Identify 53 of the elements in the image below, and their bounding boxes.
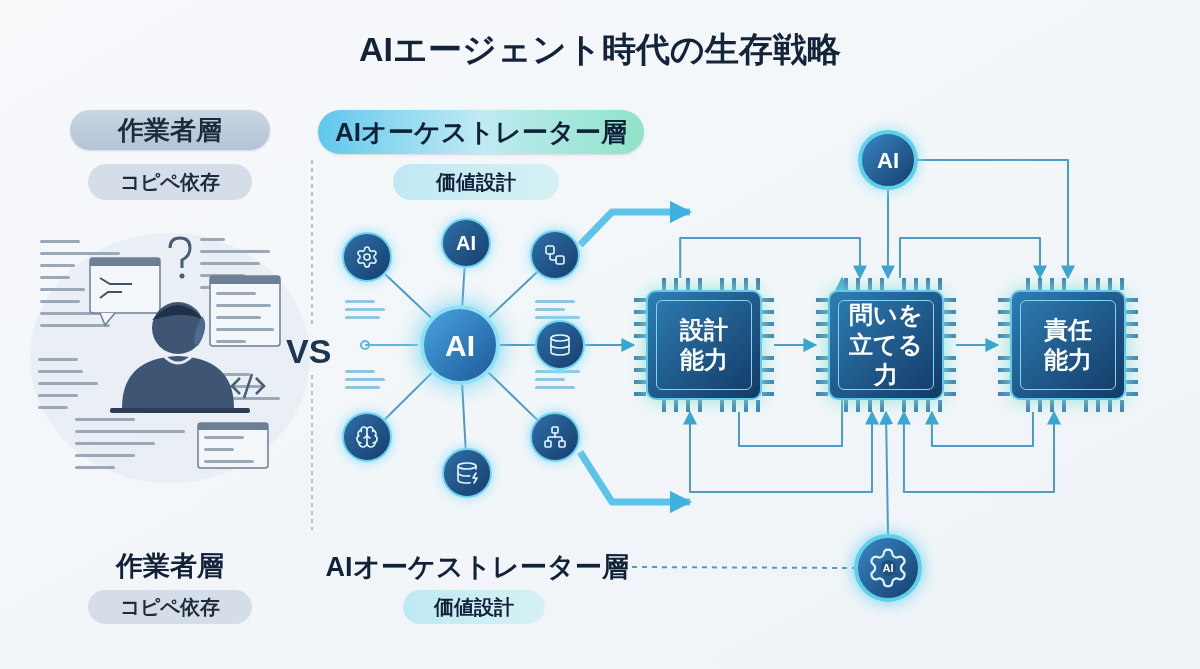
layer-title: 作業者層 xyxy=(118,113,222,147)
chip-label: 設計能力 xyxy=(679,315,729,375)
arrow xyxy=(924,410,1034,447)
connector-line xyxy=(383,372,433,421)
icon-circle xyxy=(530,230,580,280)
tag-label: コピペ依存 xyxy=(120,170,220,195)
icon-circle xyxy=(342,232,392,282)
flow-arrow xyxy=(577,450,693,514)
ai-label: AI xyxy=(445,327,475,364)
chip xyxy=(998,278,1138,412)
icon-circle xyxy=(530,412,580,462)
layer-title: 作業者層 xyxy=(116,549,224,583)
icon-circle xyxy=(535,320,585,370)
tag-label: 価値設計 xyxy=(434,595,514,620)
arrow xyxy=(899,237,1047,280)
layer-pill xyxy=(70,110,270,150)
ai-label: AI xyxy=(880,559,896,577)
icon-circle xyxy=(342,412,392,462)
connector-line xyxy=(631,566,855,569)
arrow xyxy=(880,189,895,280)
connector-line xyxy=(487,371,539,421)
chip-label: 責任能力 xyxy=(1043,315,1093,375)
arrow xyxy=(917,159,1075,280)
arrow xyxy=(679,237,867,280)
arrow xyxy=(683,410,879,493)
ai-label: AI xyxy=(877,146,899,175)
arrow xyxy=(584,338,636,352)
tag-pill xyxy=(403,590,545,624)
diagram-title: AIエージェント時代の生存戦略 xyxy=(359,29,841,70)
tag-pill xyxy=(393,164,559,200)
arrow xyxy=(955,338,1000,352)
connector-line xyxy=(499,344,536,346)
tag-label: 価値設計 xyxy=(436,170,516,195)
arrow xyxy=(773,338,818,352)
ai-label: AI xyxy=(456,231,476,256)
chip-label: 問いを立てる力 xyxy=(848,300,924,390)
chip xyxy=(816,278,956,412)
arrow xyxy=(896,410,1061,493)
icon-circle xyxy=(442,448,492,498)
tag-pill xyxy=(88,590,252,624)
layer-title: AIオーケストレーター層 xyxy=(325,550,629,584)
tag-pill xyxy=(88,164,252,200)
tag-label: コピペ依存 xyxy=(120,595,220,620)
arrow xyxy=(879,410,894,535)
layer-title: AIオーケストレーター層 xyxy=(335,115,627,149)
connector-line xyxy=(461,383,467,450)
connector-line xyxy=(384,273,432,319)
chip xyxy=(634,278,774,412)
connector-line xyxy=(461,266,466,307)
vs-label: VS xyxy=(286,331,332,372)
flow-arrow xyxy=(577,200,693,248)
connector-line xyxy=(488,271,538,319)
layer-pill xyxy=(318,110,644,154)
